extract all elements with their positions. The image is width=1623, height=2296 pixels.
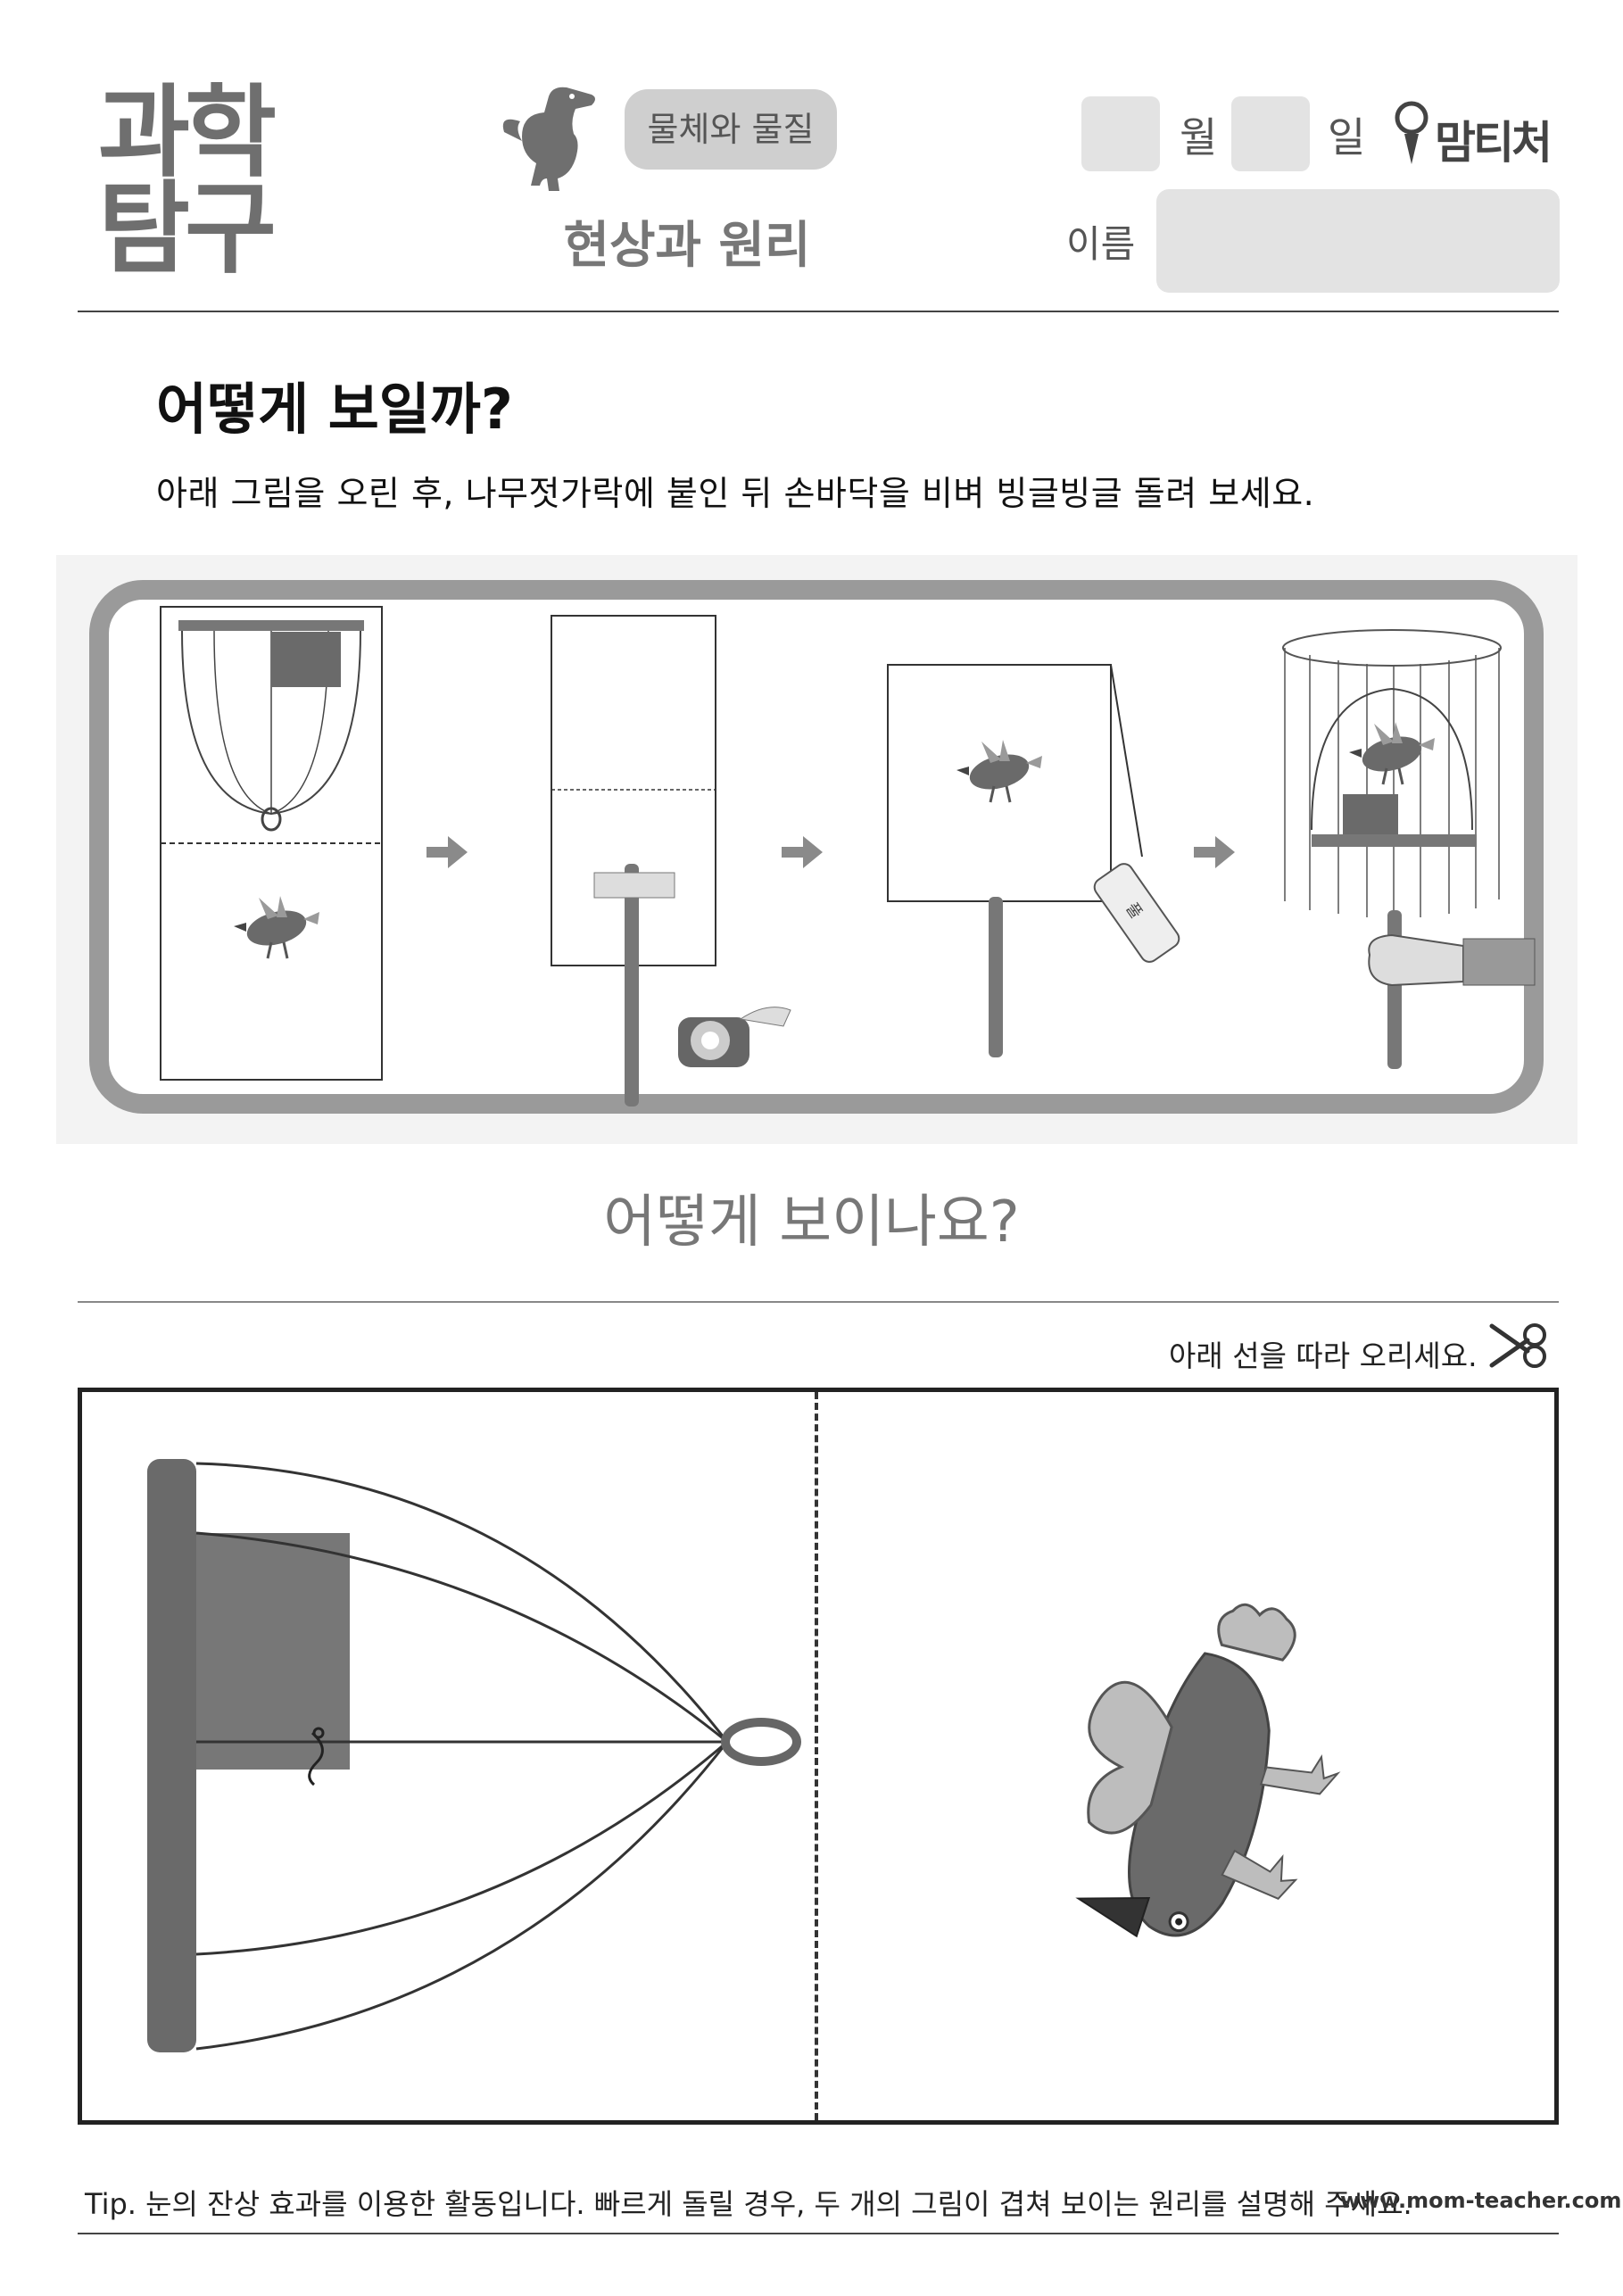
brand-logo: 맘티처 [1392,98,1561,170]
step2-sheet [551,615,791,1107]
observation-prompt: 어떻게 보이나요? [603,1189,1020,1256]
steps-illustration: 풀 [160,606,1536,1107]
month-input[interactable] [1081,96,1160,171]
month-label: 월 [1180,113,1218,162]
tape-icon [678,1007,791,1067]
instruction-text: 아래 그림을 오린 후, 나무젓가락에 붙인 뒤 손바닥을 비벼 빙글빙글 돌려… [156,474,1315,513]
step3-sheet: 풀 [887,664,1180,1057]
step1-sheet [160,606,383,1081]
brand-name: 맘티처 [1435,117,1553,169]
cutout-area [78,1388,1559,2125]
bird-picture [1075,1603,1341,1938]
glue-stick-icon: 풀 [1093,863,1180,963]
name-label: 이름 [1066,222,1136,266]
header-divider [78,311,1559,312]
section-divider [78,1301,1559,1303]
logo: 과학 탐구 [98,75,294,287]
brand-pencil-icon [1395,101,1428,164]
scissors-icon [1489,1323,1546,1368]
tip-text: Tip. 눈의 잔상 효과를 이용한 활동입니다. 빠르게 돌릴 경우, 두 개… [85,2187,1412,2221]
step4-result [1282,629,1536,1069]
cut-instruction: 아래 선을 따라 오리세요. [1169,1339,1478,1373]
logo-line1: 과학 [98,75,277,191]
logo-line2: 탐구 [98,171,277,287]
footer-divider [78,2233,1559,2234]
cutout-illustrations [147,1459,1341,2052]
page-subtitle: 현상과 원리 [563,217,811,275]
hand-icon [1368,933,1536,987]
site-url[interactable]: www.mom-teacher.com [1340,2188,1622,2213]
cage-picture [147,1459,801,2052]
name-input[interactable] [1156,189,1560,293]
question-title: 어떻게 보일까? [156,377,513,442]
dinosaur-icon [502,87,595,191]
cut-dashed-line [815,1392,818,2120]
day-label: 일 [1328,113,1366,162]
day-input[interactable] [1231,96,1310,171]
category-pill: 물체와 물질 [625,89,837,170]
